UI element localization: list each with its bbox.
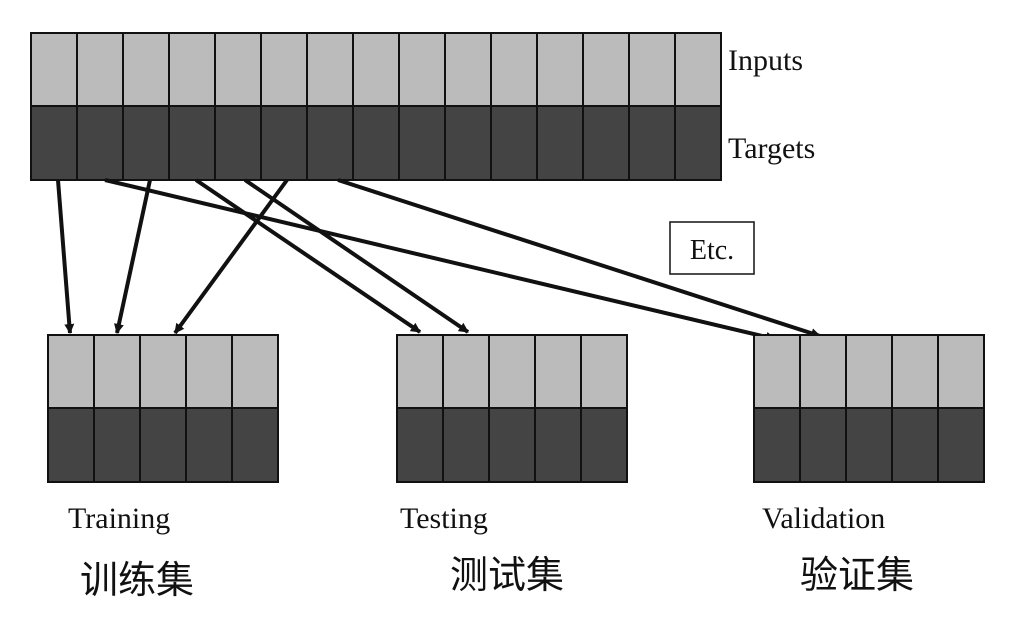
targets-label: Targets <box>728 132 815 165</box>
testing-input-cell <box>488 334 536 409</box>
sampling-arrow <box>114 179 152 334</box>
source-input-cell <box>168 32 216 107</box>
training-target-cell <box>231 407 279 483</box>
source-dataset-grid <box>30 32 722 181</box>
source-target-cell <box>628 105 676 181</box>
training-input-cell <box>139 334 187 409</box>
validation-target-cell <box>799 407 847 483</box>
source-target-cell <box>76 105 124 181</box>
etc-box <box>669 221 755 275</box>
validation-target-cell <box>891 407 939 483</box>
sampling-arrows <box>56 178 821 342</box>
source-input-cell <box>536 32 584 107</box>
source-input-cell <box>306 32 354 107</box>
source-target-cell <box>352 105 400 181</box>
source-target-cell <box>168 105 216 181</box>
sampling-arrow <box>56 179 75 334</box>
source-input-cell <box>444 32 492 107</box>
inputs-label: Inputs <box>728 44 803 77</box>
sampling-arrow <box>243 178 470 334</box>
training-input-cell <box>185 334 233 409</box>
validation-target-cell <box>845 407 893 483</box>
validation-target-cell <box>753 407 801 483</box>
source-target-cell <box>214 105 262 181</box>
source-input-cell <box>76 32 124 107</box>
validation-input-cell <box>937 334 985 409</box>
source-input-cell <box>122 32 170 107</box>
testing-input-cell <box>442 334 490 409</box>
source-input-cell <box>490 32 538 107</box>
testing-input-cell <box>580 334 628 409</box>
training-input-cell <box>47 334 95 409</box>
source-input-cell <box>214 32 262 107</box>
training-subset-grid <box>47 334 279 483</box>
etc-label: Etc. <box>690 235 734 266</box>
source-input-cell <box>352 32 400 107</box>
validation-input-cell <box>799 334 847 409</box>
source-target-cell <box>536 105 584 181</box>
sampling-arrow <box>337 178 821 338</box>
validation-input-cell <box>891 334 939 409</box>
testing-target-cell <box>396 407 444 483</box>
testing-label-zh: 测试集 <box>450 553 564 597</box>
source-input-cell <box>582 32 630 107</box>
source-target-cell <box>122 105 170 181</box>
validation-target-cell <box>937 407 985 483</box>
sampling-arrow <box>173 178 289 335</box>
testing-input-cell <box>534 334 582 409</box>
testing-target-cell <box>580 407 628 483</box>
validation-input-cell <box>845 334 893 409</box>
source-target-cell <box>306 105 354 181</box>
testing-target-cell <box>442 407 490 483</box>
sampling-arrow <box>194 178 422 334</box>
testing-input-cell <box>396 334 444 409</box>
source-target-cell <box>490 105 538 181</box>
training-target-cell <box>185 407 233 483</box>
training-input-cell <box>231 334 279 409</box>
training-target-cell <box>93 407 141 483</box>
source-input-cell <box>674 32 722 107</box>
source-target-cell <box>30 105 78 181</box>
source-input-cell <box>398 32 446 107</box>
testing-target-cell <box>488 407 536 483</box>
source-target-cell <box>398 105 446 181</box>
testing-label: Testing <box>400 502 488 535</box>
source-input-cell <box>260 32 308 107</box>
training-input-cell <box>93 334 141 409</box>
source-input-cell <box>30 32 78 107</box>
testing-subset-grid <box>396 334 628 483</box>
testing-target-cell <box>534 407 582 483</box>
source-input-cell <box>628 32 676 107</box>
training-label: Training <box>68 502 170 535</box>
training-target-cell <box>47 407 95 483</box>
training-target-cell <box>139 407 187 483</box>
source-target-cell <box>444 105 492 181</box>
validation-subset-grid <box>753 334 985 483</box>
source-target-cell <box>582 105 630 181</box>
validation-label: Validation <box>762 502 885 535</box>
source-target-cell <box>260 105 308 181</box>
source-target-cell <box>674 105 722 181</box>
validation-input-cell <box>753 334 801 409</box>
validation-label-zh: 验证集 <box>800 553 914 597</box>
sampling-arrow <box>104 178 776 342</box>
training-label-zh: 训练集 <box>80 558 194 602</box>
